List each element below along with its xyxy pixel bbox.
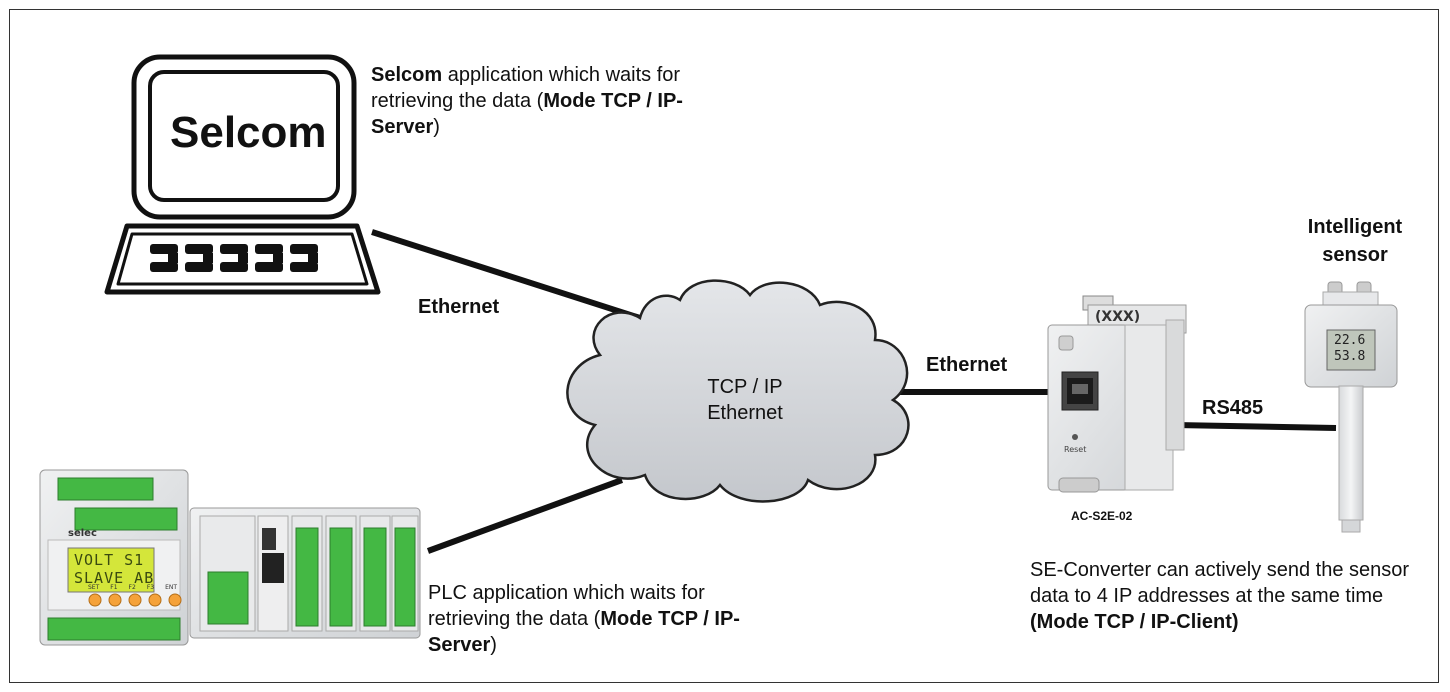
plc-lcd-line-1: VOLT S1 <box>74 551 145 569</box>
ethernet-line-plc <box>426 477 624 554</box>
converter-note-mode: (Mode TCP / IP-Client) <box>1030 611 1239 633</box>
rs485-label: RS485 <box>1202 397 1264 419</box>
plc-button-label: F2 <box>128 584 136 591</box>
converter-note: SE-Converter can actively send the senso… <box>1030 557 1430 635</box>
plc-lcd-line-2: SLAVE AB <box>74 569 155 587</box>
converter-note-text: SE-Converter can actively send the senso… <box>1030 559 1410 607</box>
sensor-title: Intelligent sensor <box>1300 213 1410 269</box>
converter-terminal-label: (XXX) <box>1095 309 1141 325</box>
plc-description-end: ) <box>490 634 497 656</box>
laptop-icon <box>104 54 381 295</box>
plc-button-labels: SET F1 F2 F3 ENT <box>88 584 188 591</box>
sensor-title-line-2: sensor <box>1322 244 1388 266</box>
plc-brand-logo: selec <box>68 528 97 539</box>
network-cloud-icon <box>566 279 910 503</box>
sensor-title-line-1: Intelligent <box>1307 216 1403 238</box>
ethernet-label-right: Ethernet <box>926 354 1008 376</box>
ethernet-label-left: Ethernet <box>418 296 500 318</box>
plc-button-label: F1 <box>110 584 118 591</box>
rs485-line <box>1174 422 1337 431</box>
cloud-label: TCP / IP Ethernet <box>675 374 815 426</box>
cloud-label-line-2: Ethernet <box>707 402 783 424</box>
converter-reset-label: Reset <box>1064 445 1087 454</box>
plc-description: PLC application which waits for retrievi… <box>428 580 748 658</box>
converter-device-icon <box>1047 295 1187 493</box>
sensor-display-value-2: 53.8 <box>1334 349 1366 364</box>
plc-button-label: F3 <box>146 584 155 591</box>
sensor-display: 22.6 53.8 <box>1334 333 1365 365</box>
plc-description-mode: Mode TCP / IP-Server <box>428 608 740 656</box>
plc-button-label: SET <box>88 584 100 591</box>
laptop-description: Selcom application which waits for retri… <box>371 62 731 140</box>
laptop-screen-label: Selcom <box>170 108 327 157</box>
laptop-description-text: application which waits for retrieving t… <box>371 64 681 112</box>
plc-button-label: ENT <box>165 584 178 591</box>
cloud-label-line-1: TCP / IP <box>707 376 783 398</box>
ethernet-line-laptop <box>371 229 641 321</box>
plc-rack-icon <box>189 507 421 639</box>
laptop-description-app: Selcom <box>371 64 443 86</box>
plc-module-icon <box>39 469 189 646</box>
laptop-description-mode: Mode TCP / IP-Server <box>371 90 683 138</box>
converter-model-label: AC-S2E-02 <box>1071 509 1133 523</box>
plc-description-text: PLC application which waits for retrievi… <box>428 582 705 630</box>
laptop-description-end: ) <box>433 116 440 138</box>
diagram-frame <box>9 9 1439 683</box>
intelligent-sensor-icon <box>1304 281 1398 533</box>
plc-lcd-display: VOLT S1 SLAVE AB <box>74 551 154 587</box>
sensor-display-value-1: 22.6 <box>1334 333 1366 348</box>
